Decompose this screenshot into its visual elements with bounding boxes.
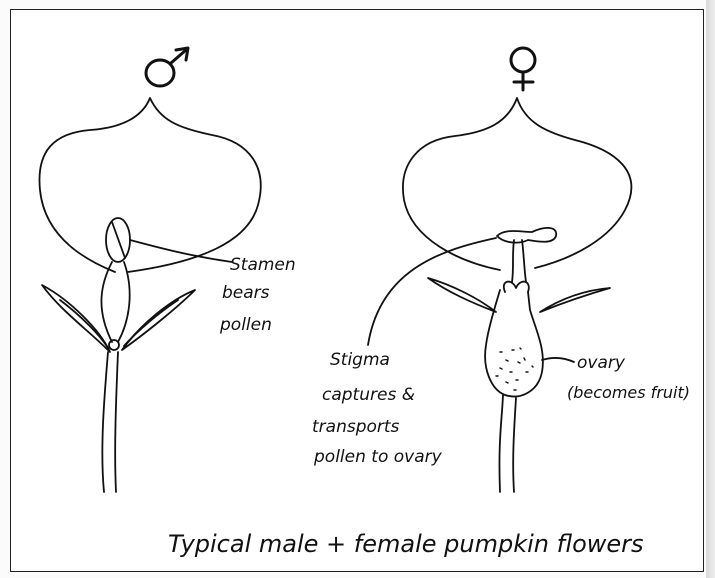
stigma-pointer (368, 238, 496, 345)
ovary-label: ovary (becomes fruit) (567, 353, 690, 402)
female-petal (403, 98, 631, 270)
male-stem (102, 352, 118, 492)
male-stamen-column (101, 262, 129, 342)
ovary-label-line-1: ovary (577, 353, 626, 373)
stamen-label: Stamen bears pollen (219, 255, 296, 335)
ovary-pointer (542, 358, 574, 362)
ovary-label-line-2: (becomes fruit) (567, 383, 690, 402)
stigma-label-line-4: pollen to ovary (313, 447, 443, 467)
female-sepal-right (540, 288, 610, 312)
stigma-label-line-3: transports (312, 417, 400, 437)
diagram-caption: Typical male + female pumpkin flowers (168, 530, 644, 558)
stigma-label-line-1: Stigma (330, 350, 390, 370)
female-stem (499, 395, 516, 492)
stamen-label-line-3: pollen (219, 315, 272, 335)
stamen-pointer (130, 240, 232, 262)
female-flower (368, 48, 631, 492)
female-symbol-icon (511, 48, 535, 90)
stamen-label-line-2: bears (222, 283, 270, 303)
ovary-seeds (496, 348, 533, 390)
female-ovary (485, 290, 543, 396)
male-sepal-right (122, 290, 195, 350)
stamen-label-line-1: Stamen (230, 255, 296, 275)
male-sepal-left (42, 285, 110, 352)
male-symbol-icon (146, 48, 188, 86)
female-stigma (497, 228, 556, 243)
female-sepal-left (428, 278, 496, 312)
stigma-label: Stigma captures & transports pollen to o… (312, 350, 443, 467)
male-flower (39, 48, 260, 492)
stigma-label-line-2: captures & (322, 385, 415, 405)
